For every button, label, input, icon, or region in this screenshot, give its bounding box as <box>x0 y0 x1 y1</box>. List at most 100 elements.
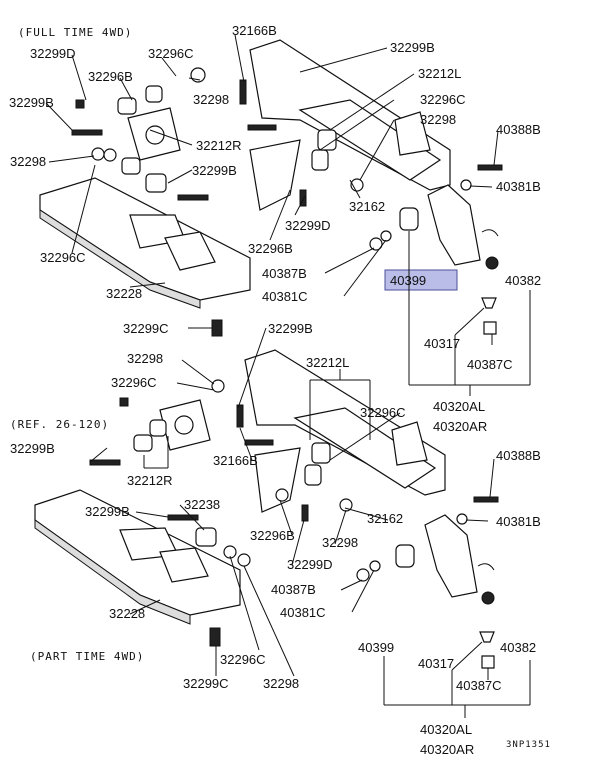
label-32296B: 32296B <box>88 69 133 84</box>
label-40388B: 40388B <box>496 448 541 463</box>
part-time-header: (PART TIME 4WD) <box>30 650 144 663</box>
bolt-icon <box>477 164 503 171</box>
bolt-icon <box>244 439 274 446</box>
label-40317: 40317 <box>424 336 460 351</box>
label-32298: 32298 <box>193 92 229 107</box>
label-32296C: 32296C <box>111 375 157 390</box>
label-32299D: 32299D <box>285 218 331 233</box>
label-40320AR: 40320AR <box>420 742 474 757</box>
ball-joint-icon <box>481 591 495 605</box>
full-time-4wd-section: (FULL TIME 4WD) <box>9 23 541 434</box>
label-40387C: 40387C <box>456 678 502 693</box>
label-32296C: 32296C <box>360 405 406 420</box>
label-32212L: 32212L <box>306 355 349 370</box>
label-32299D: 32299D <box>30 46 76 61</box>
crossmember-32228-bottom <box>34 489 241 625</box>
frame-assembly-bottom <box>244 349 446 513</box>
crossmember-32228-top <box>39 177 251 309</box>
label-40381B: 40381B <box>496 179 541 194</box>
label-32238: 32238 <box>184 497 220 512</box>
nut-icon <box>275 488 289 502</box>
nut-icon <box>369 560 381 572</box>
label-32212R: 32212R <box>196 138 242 153</box>
label-32296C: 32296C <box>220 652 266 667</box>
label-40382: 40382 <box>505 273 541 288</box>
bushing-40399 <box>399 207 419 231</box>
label-32299B: 32299B <box>9 95 54 110</box>
nut-icon <box>380 230 392 242</box>
label-32298: 32298 <box>420 112 456 127</box>
label-40387C: 40387C <box>467 357 513 372</box>
label-32166B: 32166B <box>213 453 258 468</box>
label-32212R: 32212R <box>127 473 173 488</box>
bolt-icon <box>89 459 121 466</box>
label-32299B: 32299B <box>390 40 435 55</box>
label-32298: 32298 <box>322 535 358 550</box>
bolt-icon <box>119 397 129 407</box>
bushing-40399 <box>395 544 415 568</box>
bolt-icon <box>236 404 244 428</box>
label-32298: 32298 <box>127 351 163 366</box>
full-time-header: (FULL TIME 4WD) <box>18 26 132 39</box>
label-32228: 32228 <box>106 286 142 301</box>
washer-icon <box>460 179 472 191</box>
bolt-icon <box>239 79 247 105</box>
bolts-bottom <box>89 319 381 647</box>
bolt-icon <box>75 99 85 109</box>
label-32299B: 32299B <box>85 504 130 519</box>
label-32299B: 32299B <box>268 321 313 336</box>
ball-joint-icon <box>485 256 499 270</box>
label-40387B: 40387B <box>262 266 307 281</box>
bracket-32212R-top <box>117 85 181 193</box>
label-32162: 32162 <box>349 199 385 214</box>
lower-arm-bottom <box>395 496 499 669</box>
labels-top: 32299D 32296C 32166B 32299B 32296B 32212… <box>9 23 541 434</box>
label-40381C: 40381C <box>262 289 308 304</box>
label-32296B: 32296B <box>250 528 295 543</box>
nut-icon <box>237 553 251 567</box>
labels-bottom: 32299C 32299B 32298 32212L 32296C 32296C… <box>10 321 541 757</box>
label-40381C: 40381C <box>280 605 326 620</box>
label-40382: 40382 <box>500 640 536 655</box>
bolt-icon <box>299 189 307 207</box>
label-32228: 32228 <box>109 606 145 621</box>
bracket-32212R-bottom <box>133 399 217 547</box>
label-40317: 40317 <box>418 656 454 671</box>
label-32299C: 32299C <box>123 321 169 336</box>
label-32299B: 32299B <box>10 441 55 456</box>
label-32212L: 32212L <box>418 66 461 81</box>
washer-icon <box>456 513 468 525</box>
reference-label: (REF. 26-120) <box>10 418 109 431</box>
bolt-icon <box>167 514 199 521</box>
nut-icon <box>223 545 237 559</box>
bolt-icon <box>247 124 277 131</box>
lower-arm-top <box>399 164 503 335</box>
label-32166B: 32166B <box>232 23 277 38</box>
leader-lines-top <box>45 34 531 396</box>
label-32162: 32162 <box>367 511 403 526</box>
bolt-icon <box>301 504 309 522</box>
nut-icon <box>103 148 117 162</box>
label-40387B: 40387B <box>271 582 316 597</box>
frame-assembly-top <box>249 39 451 211</box>
nut-icon <box>211 379 225 393</box>
label-40320AL: 40320AL <box>433 399 485 414</box>
label-32298: 32298 <box>10 154 46 169</box>
label-32298: 32298 <box>263 676 299 691</box>
label-32299D: 32299D <box>287 557 333 572</box>
nut-icon <box>356 568 370 582</box>
label-40320AL: 40320AL <box>420 722 472 737</box>
bolt-icon <box>177 194 209 201</box>
nut-icon <box>91 147 105 161</box>
label-40381B: 40381B <box>496 514 541 529</box>
nut-icon <box>369 237 383 251</box>
bolt-icon <box>473 496 499 503</box>
label-40399: 40399 <box>358 640 394 655</box>
bolt-icon <box>211 319 223 337</box>
label-32299B: 32299B <box>192 163 237 178</box>
label-32299C: 32299C <box>183 676 229 691</box>
label-40399: 40399 <box>390 273 426 288</box>
leader-lines-bottom <box>89 327 531 718</box>
label-40388B: 40388B <box>496 122 541 137</box>
